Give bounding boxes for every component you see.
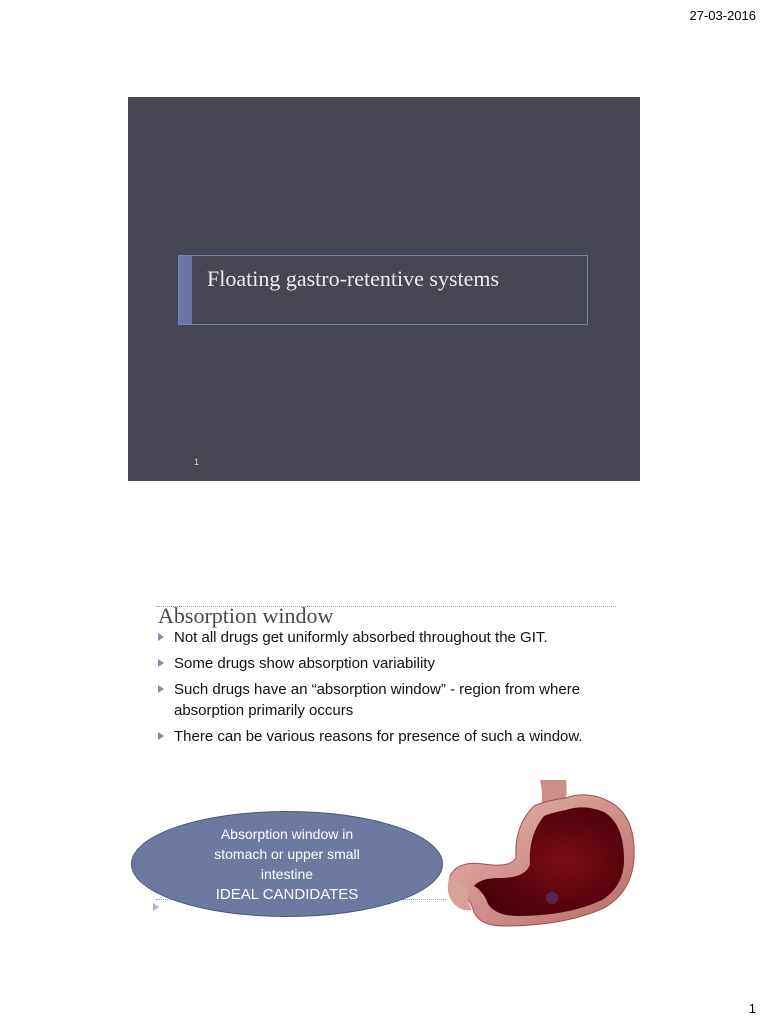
bullet-text: Some drugs show absorption variability [174, 655, 435, 672]
slide-heading: Absorption window [158, 603, 334, 628]
triangle-bullet-icon [158, 659, 164, 667]
callout-ellipse: Absorption window in stomach or upper sm… [131, 811, 443, 917]
callout-line: Absorption window in [220, 825, 354, 842]
bullet-item: Not all drugs get uniformly absorbed thr… [158, 627, 618, 648]
triangle-bullet-icon [158, 685, 164, 693]
title-rule [156, 606, 616, 607]
bullet-text: Not all drugs get uniformly absorbed thr… [174, 629, 548, 646]
bullet-item: There can be various reasons for presenc… [158, 726, 618, 747]
bullet-list: Not all drugs get uniformly absorbed thr… [158, 627, 618, 752]
bullet-text: Such drugs have an “absorption window” -… [174, 681, 581, 719]
triangle-bullet-icon [153, 903, 159, 911]
callout-line: stomach or upper small [214, 845, 360, 862]
slide-absorption-window: Absorption window Not all drugs get unif… [128, 597, 640, 932]
slide-title-text: Floating gastro-retentive systems [207, 266, 500, 291]
bullet-item: Some drugs show absorption variability [158, 653, 618, 674]
triangle-bullet-icon [158, 633, 164, 641]
stomach-illustration [447, 780, 635, 927]
title-accent-bar [179, 256, 192, 324]
callout-emphasis: IDEAL CANDIDATES [215, 885, 359, 903]
page-date: 27-03-2016 [689, 8, 757, 23]
bullet-item: Such drugs have an “absorption window” -… [158, 679, 618, 721]
title-frame: Floating gastro-retentive systems [178, 255, 588, 325]
bullet-text: There can be various reasons for presenc… [174, 728, 583, 745]
page-number: 1 [748, 1001, 756, 1016]
slide-number: 1 [194, 457, 200, 467]
callout-line: intestine [260, 865, 314, 882]
slide-title: Floating gastro-retentive systems 1 [128, 97, 640, 481]
triangle-bullet-icon [158, 732, 164, 740]
